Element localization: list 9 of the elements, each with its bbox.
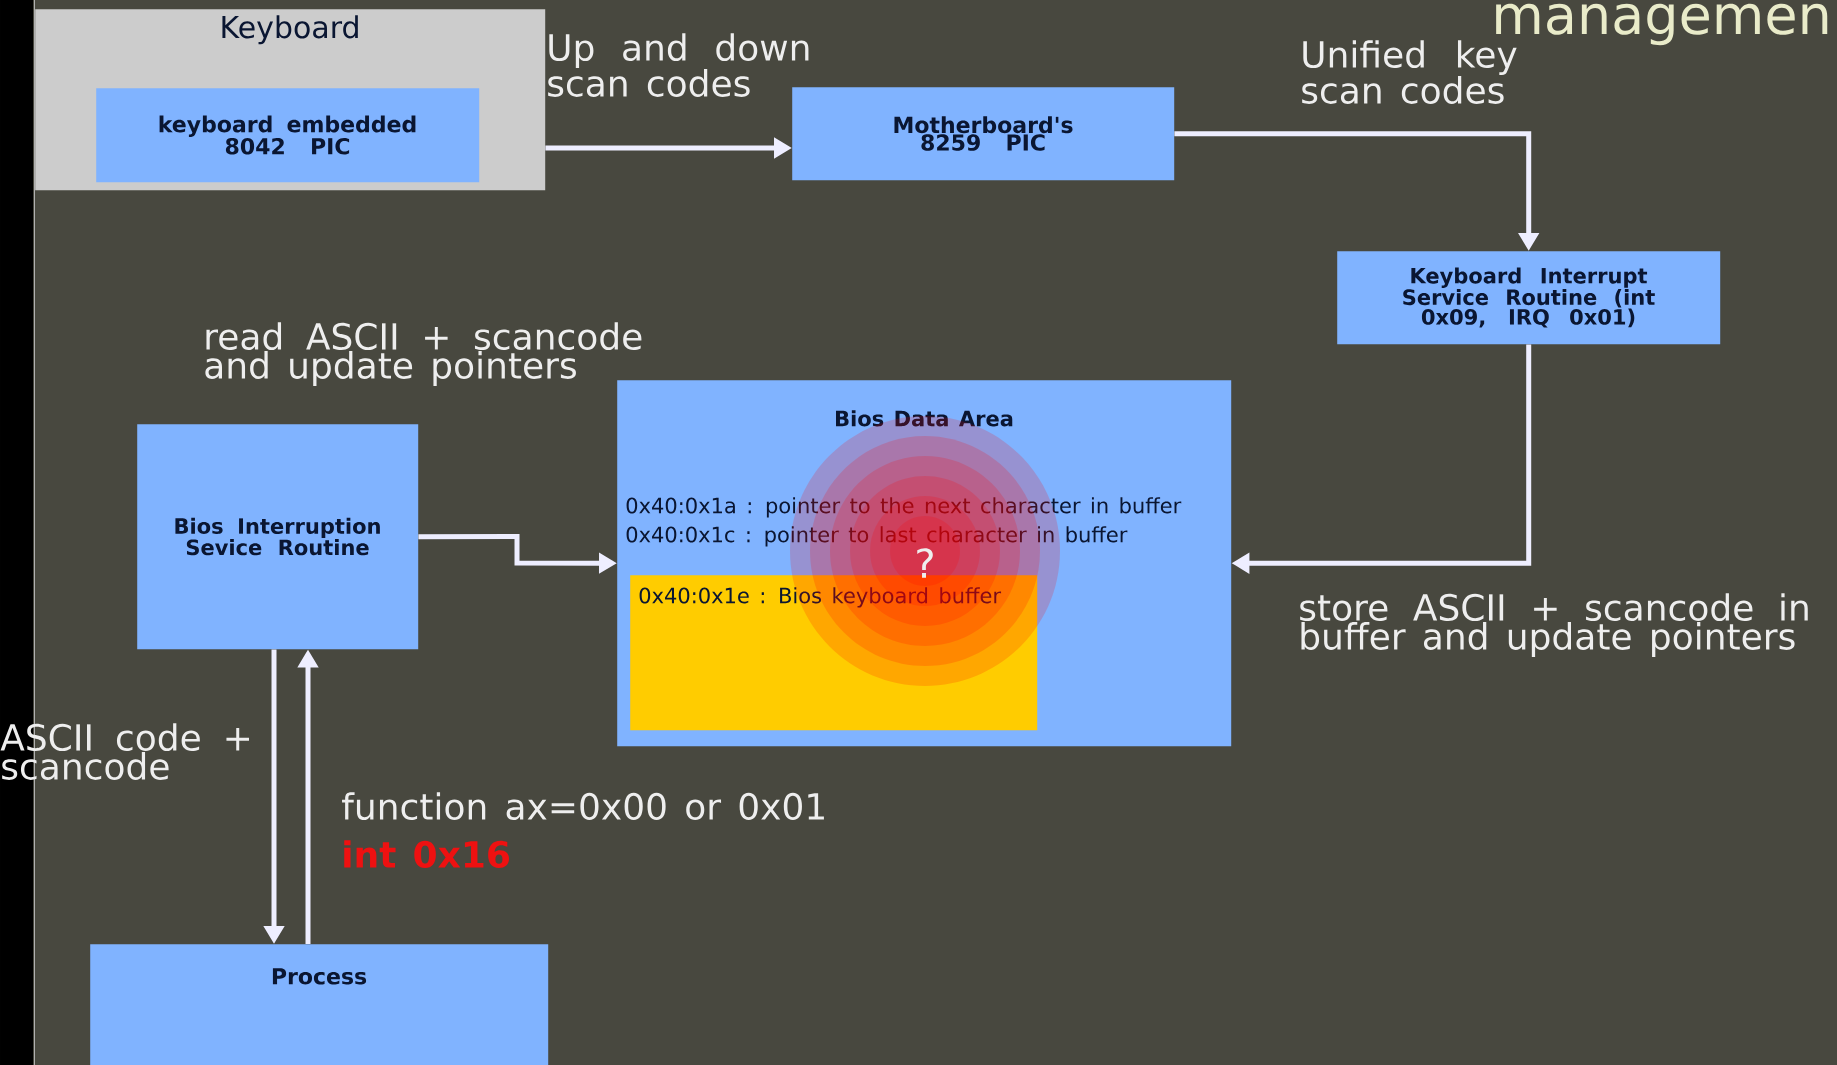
code-label: int 0x16 — [344, 840, 509, 869]
process-box: Keyboard Interrupt Service Routine (int 0x09, IRQ 0x01) — [1337, 251, 1721, 345]
process-box: Motherboard's 8259 PIC — [792, 87, 1175, 181]
process-box: keyboard embedded 8042 PIC — [96, 88, 480, 183]
edge-label: function ax=0x00 or 0x01 — [342, 792, 824, 821]
question-mark: ? — [917, 548, 933, 578]
process-box: Process — [90, 944, 549, 1065]
edge-label: store ASCII + scancode in buffer and update pointers — [1300, 593, 1808, 657]
process-box: Bios Interruption Sevice Routine — [137, 424, 419, 650]
